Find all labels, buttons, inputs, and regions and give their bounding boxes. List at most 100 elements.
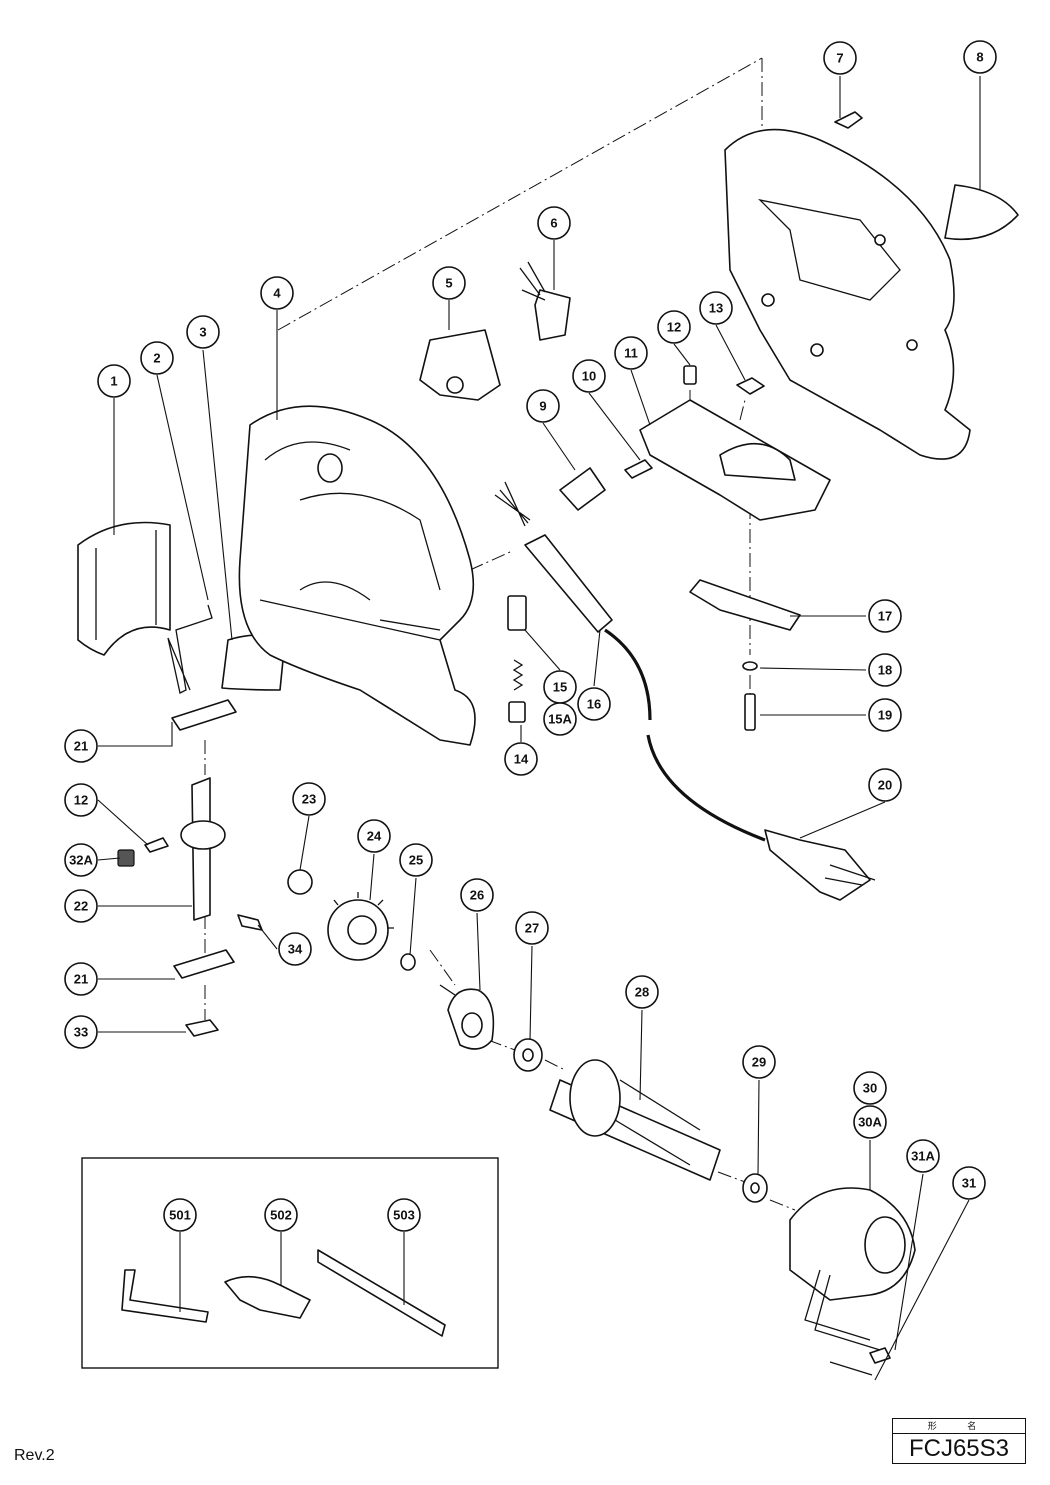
part-screw-19-drawing [744, 693, 756, 731]
part-bolt-34-drawing [237, 914, 263, 931]
callout-13: 13 [699, 291, 733, 325]
part-spring-drawing [167, 604, 213, 694]
callout-circle [853, 1105, 887, 1139]
callout-12: 12 [657, 310, 691, 344]
callout-circle [387, 1198, 421, 1232]
callout-number: 20 [878, 778, 892, 793]
callout-9: 9 [526, 389, 560, 423]
part-nut-drawing [736, 377, 765, 395]
part-cover-drawing [77, 521, 171, 656]
callout-24: 24 [357, 819, 391, 853]
callout-number: 3 [199, 325, 206, 340]
callout-circle [399, 843, 433, 877]
part-label-right-drawing [944, 184, 1019, 241]
callout-27: 27 [515, 911, 549, 945]
callout-21: 21 [64, 729, 98, 763]
callout-23: 23 [292, 782, 326, 816]
callout-11: 11 [614, 336, 648, 370]
callout-25: 25 [399, 843, 433, 877]
callout-21: 21 [64, 962, 98, 996]
callout-number: 21 [74, 972, 88, 987]
part-guide-bottom-drawing [173, 949, 235, 979]
callout-number: 7 [836, 51, 843, 66]
part-gear-drawing [327, 892, 394, 961]
callout-number: 10 [582, 369, 596, 384]
callout-number: 502 [270, 1208, 292, 1223]
callout-number: 33 [74, 1025, 88, 1040]
callout-18: 18 [868, 653, 902, 687]
part-roller-drawing [287, 869, 313, 895]
callout-circle [526, 389, 560, 423]
callout-3: 3 [186, 315, 220, 349]
part-bearing-27-drawing [513, 1038, 543, 1072]
callout-circle [140, 341, 174, 375]
callout-circle [657, 310, 691, 344]
callout-number: 27 [525, 921, 539, 936]
part-hex-wrench-drawing [121, 1269, 209, 1323]
callout-circle [460, 878, 494, 912]
callout-28: 28 [625, 975, 659, 1009]
part-cord-plug-drawing [604, 628, 876, 901]
callout-circle [963, 40, 997, 74]
part-screw-top-drawing [834, 111, 863, 129]
callout-29: 29 [742, 1045, 776, 1079]
callout-15: 15 [543, 670, 577, 704]
part-carbon-brush-drawing [508, 701, 526, 723]
callout-number: 23 [302, 792, 316, 807]
callout-number: 12 [667, 320, 681, 335]
callout-32a: 32A [64, 843, 98, 877]
callout-circle [868, 599, 902, 633]
callout-circle [64, 783, 98, 817]
callout-circle [572, 359, 606, 393]
callout-circle [577, 687, 611, 721]
part-screw-10-drawing [624, 459, 653, 479]
callout-30a: 30A [853, 1105, 887, 1139]
callout-17: 17 [868, 599, 902, 633]
callout-circle [64, 889, 98, 923]
callout-number: 5 [445, 276, 452, 291]
part-housing-half-drawing [724, 128, 971, 460]
callout-7: 7 [823, 41, 857, 75]
callout-number: 21 [74, 739, 88, 754]
model-label: 形 名 [893, 1419, 1025, 1434]
part-bolt-drawing [683, 365, 697, 385]
callout-number: 13 [709, 301, 723, 316]
callout-number: 22 [74, 899, 88, 914]
part-switch-drawing [419, 329, 501, 401]
part-holder-drawing [559, 467, 606, 511]
part-bearing-29-drawing [742, 1173, 768, 1203]
callout-circle [952, 1166, 986, 1200]
callout-circle [64, 1015, 98, 1049]
part-washer-drawing [742, 661, 758, 671]
part-drawings [77, 111, 1019, 1376]
callout-number: 15A [548, 712, 572, 727]
part-bolt-left-drawing [144, 837, 169, 853]
callout-number: 14 [514, 752, 529, 767]
revision-label: Rev.2 [14, 1447, 55, 1464]
callout-circle [186, 315, 220, 349]
callout-number: 30A [858, 1115, 882, 1130]
callout-12: 12 [64, 783, 98, 817]
part-terminal-drawing [869, 1347, 891, 1364]
part-base-plate-drawing [639, 399, 831, 521]
callout-14: 14 [504, 742, 538, 776]
callout-number: 31 [962, 1176, 976, 1191]
callout-circle [278, 932, 312, 966]
callout-number: 15 [553, 680, 567, 695]
callout-1: 1 [97, 364, 131, 398]
callout-circle [906, 1139, 940, 1173]
callout-26: 26 [460, 878, 494, 912]
callout-number: 16 [587, 697, 601, 712]
model-number: FCJ65S3 [908, 1435, 1010, 1462]
callout-4: 4 [260, 276, 294, 310]
callout-circle [625, 975, 659, 1009]
part-housing-drawing [238, 405, 476, 746]
callout-circle [823, 41, 857, 75]
part-bracket-drawing [439, 984, 495, 1050]
callout-number: 2 [153, 351, 160, 366]
callout-circle [537, 206, 571, 240]
part-armature-drawing [549, 1059, 721, 1181]
callout-30: 30 [853, 1071, 887, 1105]
callout-circle [292, 782, 326, 816]
callout-number: 29 [752, 1055, 766, 1070]
